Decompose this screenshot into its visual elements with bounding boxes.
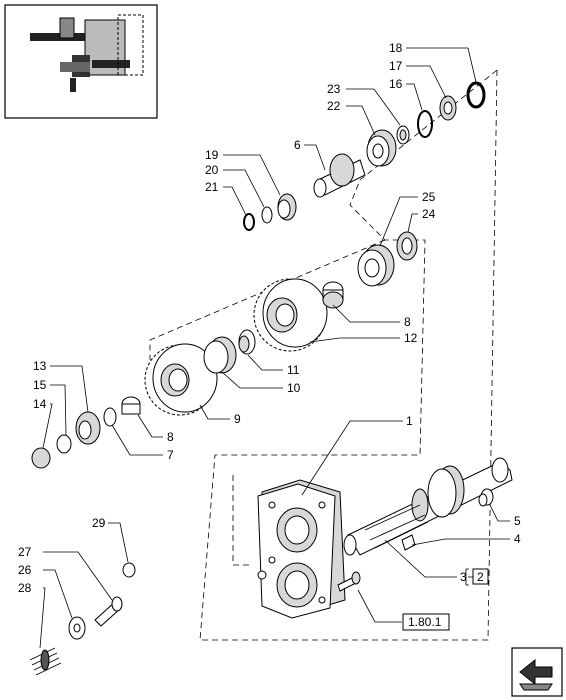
screw-27	[94, 596, 123, 627]
callout-27: 27	[18, 545, 32, 559]
callout-18: 18	[389, 41, 403, 55]
ring-17	[439, 95, 457, 121]
mounting-bolts	[337, 571, 361, 592]
callout-22: 22	[327, 99, 341, 113]
pinion-shaft-6	[313, 153, 366, 198]
callout-28: 28	[18, 581, 32, 595]
callout-21: 21	[205, 180, 219, 194]
callout-29: 29	[92, 516, 106, 530]
bearing-25	[357, 244, 395, 287]
callout-1: 1	[406, 414, 413, 428]
next-page-arrow-icon[interactable]	[511, 647, 563, 697]
ref-box-2[interactable]: 2	[465, 568, 489, 586]
callout-5: 5	[514, 514, 521, 528]
callout-11: 11	[287, 363, 300, 377]
ring-23	[396, 125, 410, 145]
callout-4: 4	[514, 532, 521, 546]
callout-9: 9	[234, 412, 241, 426]
needle-bearing-19	[277, 193, 297, 221]
housing-plate	[257, 479, 346, 619]
callout-26: 26	[18, 563, 32, 577]
callout-15: 15	[33, 378, 47, 392]
circlip-21	[243, 213, 255, 231]
callout-19: 19	[205, 148, 219, 162]
plug-14	[31, 447, 51, 469]
callout-8-lower: 8	[167, 430, 174, 444]
callout-6: 6	[294, 138, 301, 152]
callout-16: 16	[389, 77, 403, 91]
ref-box-1-80-1[interactable]: 1.80.1	[402, 613, 450, 631]
o-ring-16	[417, 110, 433, 138]
output-shaft	[343, 457, 513, 556]
ring-24	[396, 231, 418, 261]
gear-12	[253, 278, 328, 352]
washer-20	[261, 206, 273, 224]
small-bolt	[401, 534, 416, 551]
assembly-dashed-outlines	[149, 69, 498, 641]
spring-28	[29, 647, 62, 676]
callout-7: 7	[167, 448, 174, 462]
gear-9	[144, 343, 218, 416]
spacer-8-upper	[322, 281, 344, 309]
bearing-13	[75, 411, 101, 445]
cage-11	[238, 329, 256, 355]
ring-15	[56, 434, 72, 454]
callout-23: 23	[327, 82, 341, 96]
washer-7	[103, 407, 117, 427]
spacer-8-lower	[121, 396, 141, 415]
callout-13: 13	[33, 359, 47, 373]
ref-box-1-80-1-label: 1.80.1	[408, 615, 442, 629]
callout-10: 10	[287, 381, 301, 395]
callout-25: 25	[422, 190, 436, 204]
callout-24: 24	[422, 207, 436, 221]
washer-26	[68, 616, 86, 640]
callout-labels: 18 17 16 23 22 6 19 20 21 25 24 8 12 11 …	[18, 41, 521, 595]
circlip-18	[466, 81, 486, 109]
bearing-22	[366, 129, 397, 167]
needle-bearing-10	[203, 336, 237, 374]
callout-20: 20	[205, 163, 219, 177]
plug-29	[122, 562, 136, 578]
bolt-washer	[478, 488, 494, 507]
callout-17: 17	[389, 59, 403, 73]
callout-14: 14	[33, 397, 47, 411]
callout-12: 12	[404, 331, 418, 345]
leader-lines	[39, 47, 510, 649]
callout-3: 3	[460, 570, 467, 584]
ref-box-2-label: 2	[477, 570, 484, 584]
callout-8-upper: 8	[404, 315, 411, 329]
assembly-thumbnail-icon	[4, 4, 158, 119]
